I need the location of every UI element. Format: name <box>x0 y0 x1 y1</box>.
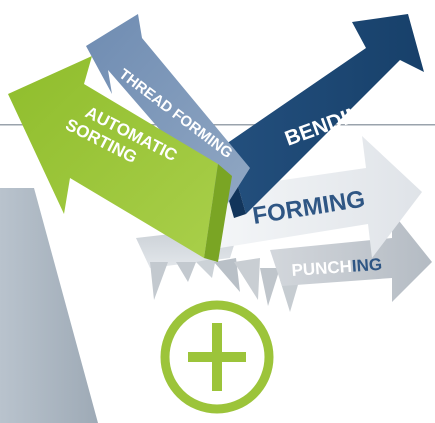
header-rule <box>0 124 435 126</box>
svg-text:PUNCHING: PUNCHING <box>291 255 383 280</box>
plus-circle-icon <box>160 300 274 414</box>
punching-label-part2: ING <box>351 255 382 276</box>
side-panel <box>0 188 98 423</box>
punching-label-part1: PUNCH <box>291 257 353 280</box>
arrow-punching: PUNCHING <box>270 212 432 302</box>
